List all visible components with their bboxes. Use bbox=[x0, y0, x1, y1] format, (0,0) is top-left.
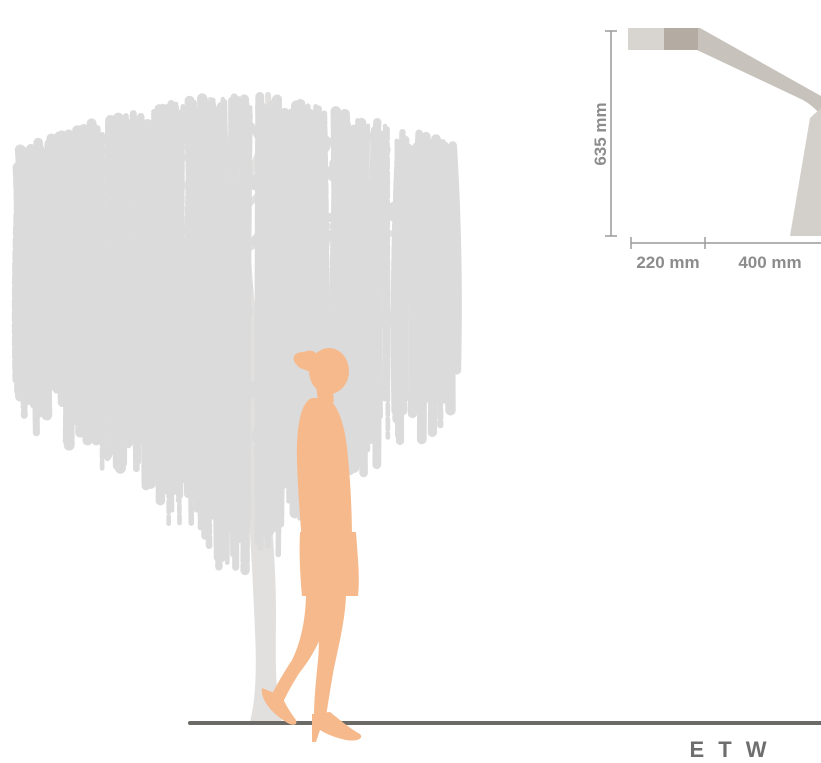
height-dimension-label: 635 mm bbox=[591, 102, 610, 165]
walking-woman-icon bbox=[261, 348, 362, 742]
left-width-dimension-label: 220 mm bbox=[636, 253, 699, 272]
right-width-dimension-label: 400 mm bbox=[738, 253, 801, 272]
brand-label: E T W bbox=[689, 737, 770, 762]
dimension-lines bbox=[605, 30, 821, 249]
willow-tree-icon bbox=[11, 92, 462, 722]
fixture-profile-icon bbox=[628, 28, 821, 236]
